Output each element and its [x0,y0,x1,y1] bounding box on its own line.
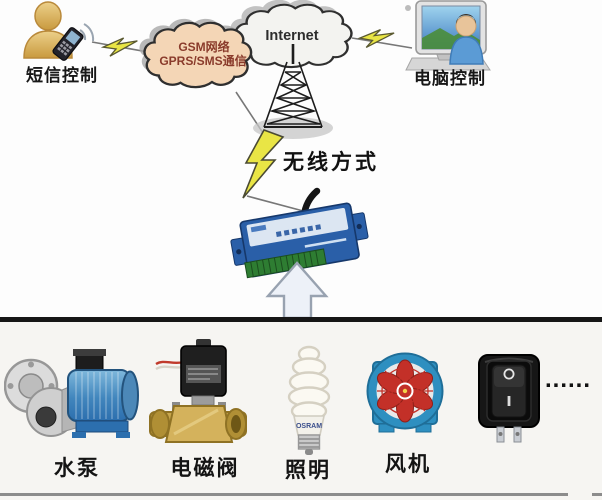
gsm-cloud-label-line1: GSM网络 [178,39,229,54]
lightning-bolt-icon-left [101,34,139,61]
radio-tower-icon [263,44,323,128]
axial-fan-icon [366,352,444,433]
signal-waves-icon [79,23,95,42]
webcam [405,5,411,11]
ellipsis-dots: ...... [545,366,592,393]
sms-user-icon [23,1,95,61]
bottom-rule-right [592,493,602,496]
big-lightning-bolt-icon [242,129,285,199]
fan-label: 风机 [385,452,431,476]
device-strip: 水泵 电磁阀 [0,322,602,500]
bulb-brand-text: OSRAM [296,423,322,430]
rtu-controller-icon [230,202,369,279]
divider-line [0,317,602,322]
controller-top-panel [246,208,349,247]
connector-bolt-controller [246,195,308,213]
valve-label: 电磁阀 [170,456,240,480]
cfl-bulb-icon: OSRAM [287,345,331,455]
pc-control-label: 电脑控制 [414,69,486,88]
pc-person [449,14,484,65]
mobile-phone-icon [52,27,84,61]
top-diagram-canvas: GSM网络 GPRS/SMS通信 Internet [0,0,602,322]
internet-cloud-label: Internet [265,28,318,44]
computer-user-icon [405,0,491,71]
water-pump-icon [4,349,139,438]
controller-terminal-strip [244,248,327,279]
gsm-cloud-label-line2: GPRS/SMS通信 [159,53,246,68]
lighting-label: 照明 [285,458,331,482]
lightning-bolt-icon-right [357,25,395,53]
connector-internet-pc [351,37,413,49]
person-head [34,1,62,31]
wireless-mode-label: 无线方式 [283,150,379,174]
bottom-rule-left [0,493,568,496]
solenoid-valve-icon [149,339,247,443]
rocker-switch-icon [478,354,540,443]
pump-label: 水泵 [54,456,100,480]
sms-control-label: 短信控制 [26,66,98,85]
